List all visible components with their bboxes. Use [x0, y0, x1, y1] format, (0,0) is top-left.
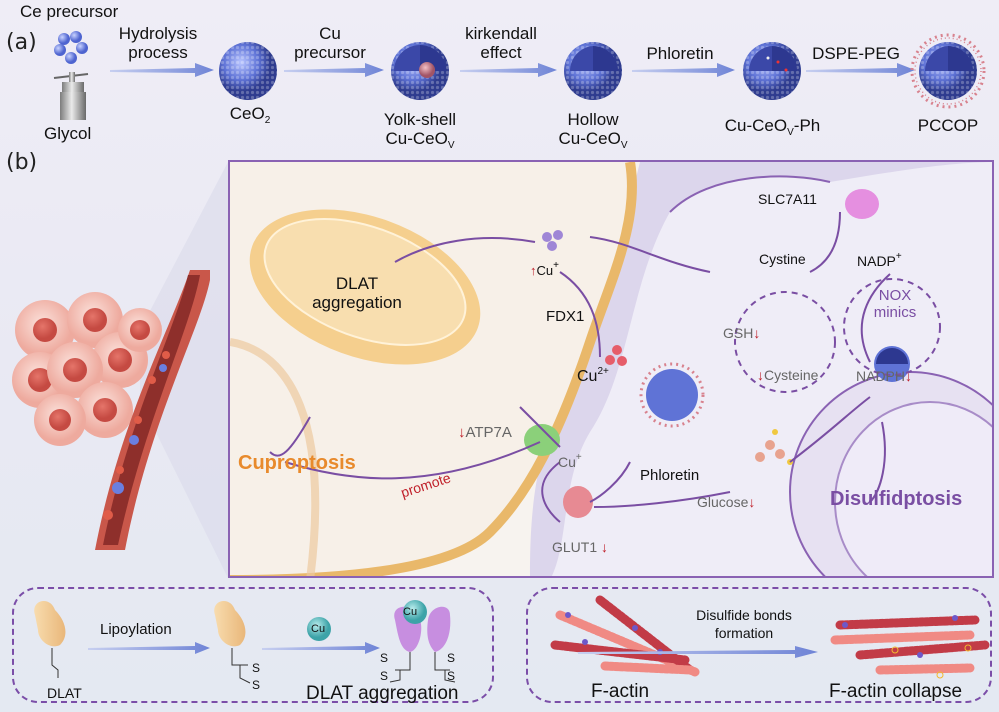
arrow-cu-precursor [284, 63, 384, 77]
tumor-illustration [12, 270, 210, 550]
f-actin-collapse-filaments [830, 615, 990, 679]
dlat-aggregation-box [12, 587, 494, 703]
slc7a11-transporter [845, 189, 879, 219]
cell-mechanism-panel: DLAT aggregation ↑Cu+ FDX1 Cu2+ ↓ATP7A C… [228, 160, 994, 578]
ceo2-sphere [219, 42, 277, 100]
glut1-transporter [563, 486, 593, 518]
process-arrows [110, 63, 915, 77]
s-label: S [252, 678, 261, 692]
s-label: S [380, 669, 389, 683]
cu-plus-top-label: ↑Cu+ [530, 260, 559, 278]
hollow-formula: Cu-CeOV [558, 129, 628, 151]
mito-dlat-label: DLAT aggregation [302, 274, 412, 312]
fdx1-label: FDX1 [546, 308, 585, 325]
nox-minics-label: NOX minics [870, 287, 920, 321]
yolk-shell-label: Yolk-shell Cu-CeOV [375, 110, 465, 155]
arrow-dspe-peg [806, 63, 915, 77]
nanoparticle-spheres [219, 33, 986, 109]
cuproptosis-label: Cuproptosis [238, 452, 356, 474]
arrow-dspe-peg-label: DSPE-PEG [812, 44, 900, 63]
ceo2-label: CeO2 [229, 104, 271, 126]
pccop-label: PCCOP [917, 116, 979, 135]
f-actin-box [526, 587, 992, 703]
arrow-phloretin [632, 63, 735, 77]
arrow-phloretin-label: Phloretin [646, 44, 714, 63]
zoom-cone [140, 162, 228, 578]
atp7a-label: ↓ATP7A [458, 424, 512, 441]
atp7a-transporter [524, 424, 560, 456]
cu-plus-mid-label: Cu+ [558, 452, 582, 470]
disulfide-bonds-text: Disulfide bonds [696, 607, 792, 623]
arrow-kirkendall [460, 63, 557, 77]
formation-text: formation [714, 625, 774, 641]
hydrolysis-text: Hydrolysis [118, 24, 198, 43]
ce-precursor-icon [54, 31, 88, 64]
effect-text: effect [480, 43, 522, 62]
s-label: S [447, 651, 456, 665]
aggregation-text: aggregation [312, 293, 402, 312]
hollow-sphere [564, 42, 622, 100]
phloretin-label: Phloretin [640, 467, 700, 484]
cu2-label: Cu2+ [577, 366, 609, 385]
s-label: S [447, 669, 456, 683]
yolk-shell-text: Yolk-shell [383, 110, 457, 129]
dashed-cycles [734, 278, 941, 393]
arrow-kirkendall-label: kirkendall effect [456, 24, 546, 62]
f-actin-collapse-label: F-actin collapse [829, 681, 963, 702]
f-actin-illustration [550, 595, 990, 679]
dlat-aggregation-illustration [34, 600, 456, 684]
hollow-label: Hollow Cu-CeOV [548, 110, 638, 155]
kirkendall-text: kirkendall [465, 24, 537, 43]
glycol-label: Glycol [44, 124, 92, 143]
pathway-arrows [269, 211, 891, 523]
cu-ball-bound-label: Cu [403, 606, 418, 618]
nadph-label: NADPH↓ [856, 368, 913, 384]
autoclave-icon [53, 72, 89, 120]
cysteine-label: ↓Cysteine [757, 367, 819, 383]
arrow-hydrolysis [110, 63, 214, 77]
glut1-label: GLUT1 ↓ [552, 539, 609, 555]
f-actin-label: F-actin [591, 681, 650, 702]
pccop-sphere [910, 33, 986, 109]
cu-ceov-ph-label: Cu-CeOV-Ph [724, 116, 821, 138]
arrow-cu-precursor-label: Cu precursor [290, 24, 370, 62]
arrow-hydrolysis-label: Hydrolysis process [113, 24, 203, 62]
lipoylation-label: Lipoylation [100, 621, 172, 638]
panel-a-label: (a) [6, 30, 37, 55]
minics-text: minics [873, 304, 917, 321]
dlat-text: DLAT [335, 274, 379, 293]
precursor-text: precursor [294, 43, 366, 62]
cell-illustration [230, 162, 992, 576]
blood-vessel [95, 270, 210, 550]
panel-b-label: (b) [6, 150, 38, 175]
cu-ball-label: Cu [311, 623, 326, 635]
dlat-aggregation-title: DLAT aggregation [306, 683, 459, 704]
disulfide-arrow-label: Disulfide bonds formation [664, 606, 824, 642]
glucose-molecule [755, 429, 793, 465]
nox-text: NOX [878, 287, 912, 304]
mitochondrion [249, 209, 481, 365]
s-label: S [252, 661, 261, 675]
f-actin-filaments [550, 595, 700, 677]
cu-ceov-ph-sphere [743, 42, 801, 100]
ce-precursor-label: Ce precursor [20, 2, 119, 21]
hollow-text: Hollow [567, 110, 619, 129]
nadp-label: NADP+ [857, 251, 902, 269]
slc7a11-label: SLC7A11 [758, 191, 817, 207]
yolk-shell-sphere [391, 42, 449, 100]
glucose-label: Glucose↓ [697, 494, 756, 510]
disulfidptosis-label: Disulfidptosis [830, 488, 963, 510]
yolk-shell-formula: Cu-CeOV [385, 129, 455, 151]
process-text: process [128, 43, 188, 62]
gsh-label: GSH↓ [723, 325, 761, 341]
cystine-label: Cystine [759, 251, 806, 267]
s-label: S [380, 651, 389, 665]
cu-text: Cu [319, 24, 341, 43]
tumor-cells [12, 292, 162, 446]
dlat-small-label: DLAT [47, 685, 82, 701]
